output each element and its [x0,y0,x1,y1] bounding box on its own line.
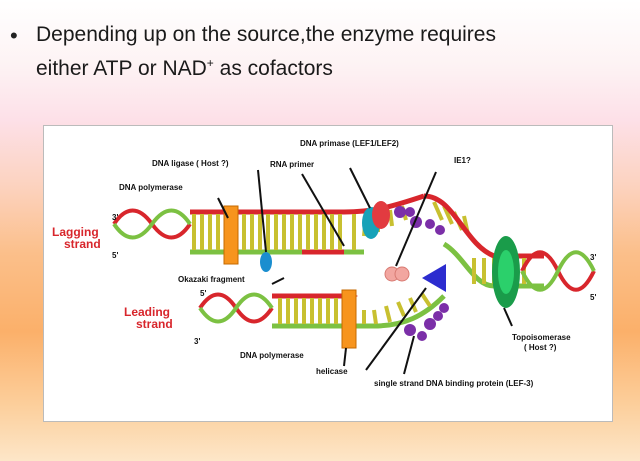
label-leading-1: Leading [124,305,170,319]
bullet-text-line2-b: as cofactors [213,57,333,80]
bullet-text: Depending up on the source,the enzyme re… [36,20,616,83]
label-leading-2: strand [136,317,173,331]
label-topo-1: Topoisomerase [512,333,571,342]
label-5prime-lead: 5' [200,289,206,298]
helicase [422,264,446,292]
lagging-dna-polymerase [223,205,239,265]
leading-green-strand [272,294,446,329]
label-5prime-right: 5' [590,293,596,302]
label-lagging-2: strand [64,237,101,251]
bullet-marker: • [10,23,18,48]
label-dna-polymerase-top: DNA polymerase [119,183,183,192]
ssb-proteins-top [394,206,445,235]
right-helix [520,250,596,292]
lagging-rungs [192,201,470,250]
label-lagging-1: Lagging [52,225,99,239]
leading-rungs [278,292,432,325]
bullet-text-line2-a: either ATP or NAD [36,57,207,80]
rna-primer-shape [260,252,272,272]
parental-duplex-red [423,193,544,259]
label-ssb: single strand DNA binding protein (LEF-3… [374,379,534,388]
label-3prime-lag: 3' [112,213,118,222]
label-topo-2: ( Host ?) [524,343,557,352]
label-3prime-lead: 3' [194,337,200,346]
label-okazaki: Okazaki fragment [178,275,245,284]
label-5prime-lag: 5' [112,251,118,260]
ssb-proteins-bottom [404,303,449,341]
ie1-proteins [384,266,410,282]
label-ie1: IE1? [454,156,471,165]
bullet-text-superscript: + [206,56,214,70]
leading-helix-left [198,292,274,324]
lagging-helix-left [112,208,192,240]
dna-replication-diagram: DNA primase (LEF1/LEF2) DNA ligase ( Hos… [43,125,613,422]
leading-dna-polymerase [341,289,357,349]
pointer-lines [217,167,513,375]
diagram-svg: DNA primase (LEF1/LEF2) DNA ligase ( Hos… [52,139,596,388]
bullet-text-line1: Depending up on the source,the enzyme re… [36,23,496,46]
dna-primase-red [372,201,390,229]
label-dna-ligase: DNA ligase ( Host ?) [152,159,229,168]
label-dna-polymerase-bottom: DNA polymerase [240,351,304,360]
label-helicase: helicase [316,367,348,376]
label-dna-primase: DNA primase (LEF1/LEF2) [300,139,399,148]
label-rna-primer: RNA primer [270,160,314,169]
label-3prime-right: 3' [590,253,596,262]
